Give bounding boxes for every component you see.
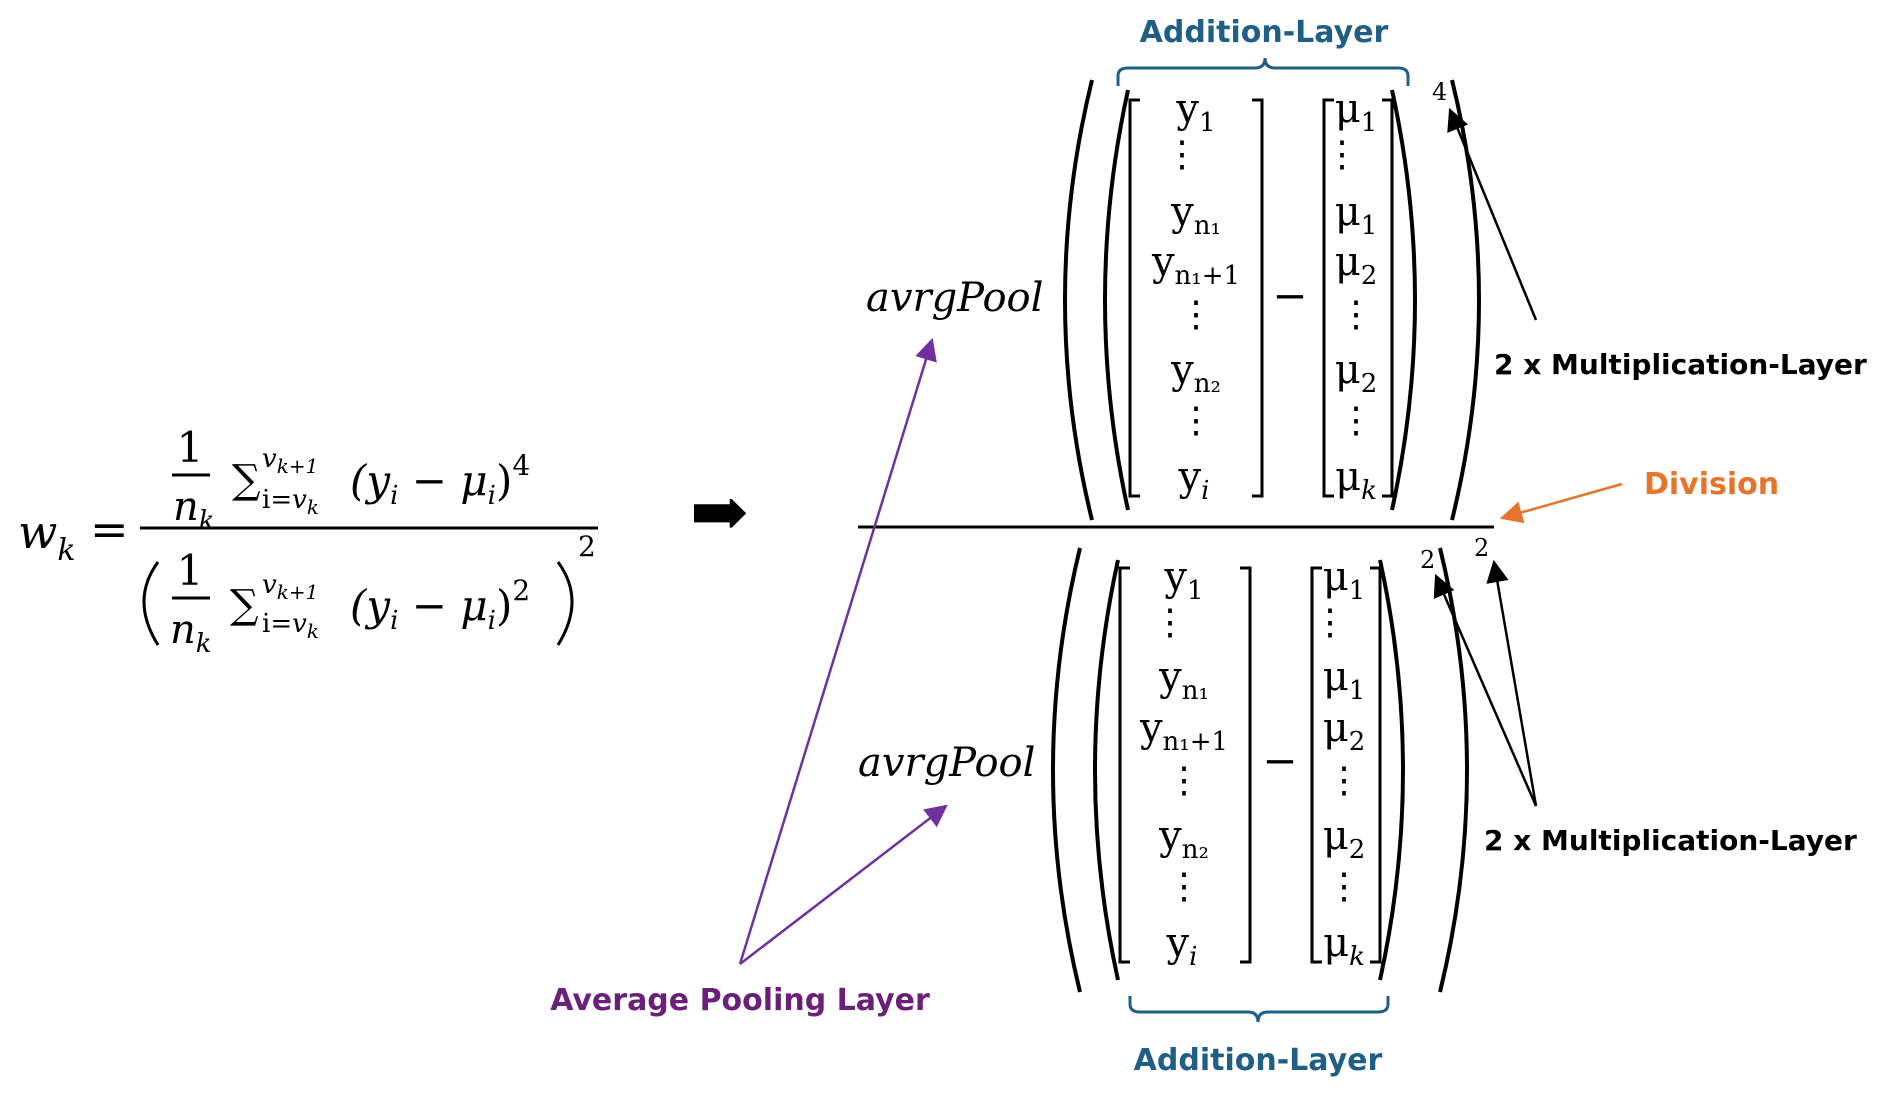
num-one: 1 [177, 423, 204, 472]
num-sigma-lower: i=vk [262, 485, 319, 519]
formula-equals: = [90, 502, 129, 556]
denominator-y-vector: y1 ⋮ yn₁ yn₁+1 ⋮ yn₂ ⋮ yi [1139, 554, 1228, 972]
vertical-dots: ⋮ [1312, 602, 1348, 643]
vertical-dots: ⋮ [1338, 400, 1374, 441]
denominator-minus: − [1262, 736, 1297, 785]
vertical-dots: ⋮ [1164, 134, 1200, 175]
division-arrow [1499, 482, 1623, 524]
numerator-y-right-bracket [1252, 98, 1264, 498]
den-one: 1 [177, 546, 204, 595]
vector-entry: yi [1166, 920, 1198, 972]
denominator-y-left-bracket [1118, 566, 1130, 964]
average-pooling-arrow-bottom [739, 804, 948, 965]
den-term: (yi − μi)2 [350, 574, 530, 636]
vertical-dots: ⋮ [1178, 294, 1214, 335]
numerator-inner-left-paren [1103, 89, 1130, 511]
denominator-outer-right-paren [1438, 547, 1469, 993]
vector-entry: μ1 [1323, 654, 1366, 706]
vertical-dots: ⋮ [1324, 134, 1360, 175]
avgpool-label-bottom: avrgPool [858, 740, 1035, 786]
vertical-dots: ⋮ [1338, 294, 1374, 335]
den-n: nk [170, 607, 212, 659]
multiplication-arrow-top [1447, 107, 1538, 321]
denominator-inner-right-paren [1378, 559, 1405, 981]
numerator-outer-left-paren [1063, 79, 1094, 521]
numerator-mu-vector: μ1 ⋮ μ1 μ2 ⋮ μ2 ⋮ μk [1324, 86, 1377, 506]
vector-entry: yn₁+1 [1151, 239, 1240, 291]
vector-entry: μ1 [1335, 86, 1378, 138]
multiplication-layer-label-bottom: 2 x Multiplication-Layer [1484, 824, 1857, 857]
vector-entry: μ1 [1335, 189, 1378, 241]
vector-entry: yn₂ [1158, 813, 1209, 865]
den-right-paren [556, 561, 574, 646]
vector-entry: μ2 [1335, 239, 1378, 291]
numerator-y-left-bracket [1128, 98, 1140, 498]
vector-entry: μ2 [1323, 813, 1366, 865]
multiplication-layer-label-top: 2 x Multiplication-Layer [1494, 348, 1867, 381]
vertical-dots: ⋮ [1152, 602, 1188, 643]
average-pooling-label: Average Pooling Layer [550, 983, 930, 1018]
den-left-paren [142, 561, 160, 646]
numerator-inner-right-paren [1390, 89, 1417, 511]
vertical-dots: ⋮ [1178, 400, 1214, 441]
vector-entry: μ2 [1335, 347, 1378, 399]
num-term: (yi − μi)4 [350, 449, 530, 511]
denominator-y-right-bracket [1240, 566, 1252, 964]
den-outer-exponent: 2 [578, 530, 596, 563]
den-sigma-upper: vk+1 [262, 570, 318, 604]
denominator-mu-vector: μ1 ⋮ μ1 μ2 ⋮ μ2 ⋮ μk [1312, 554, 1365, 972]
vector-entry: μ1 [1323, 554, 1366, 606]
den-sigma: ∑ [230, 582, 259, 628]
division-label: Division [1644, 467, 1779, 502]
numerator-outer-right-paren [1450, 79, 1481, 521]
denominator-outer-exponent: 2 [1474, 534, 1489, 562]
denominator-mu-right-bracket [1370, 566, 1382, 964]
vector-entry: μ2 [1323, 705, 1366, 757]
num-sigma: ∑ [232, 457, 261, 503]
num-sigma-upper: vk+1 [262, 444, 318, 478]
addition-layer-label-top: Addition-Layer [1140, 15, 1389, 50]
denominator-outer-left-paren [1051, 547, 1082, 993]
transform-arrow-icon: ➡ [690, 471, 749, 553]
vertical-dots: ⋮ [1166, 866, 1202, 907]
multiplication-arrow-bottom-outer [1486, 559, 1538, 807]
vertical-dots: ⋮ [1326, 866, 1362, 907]
vector-entry: yn₁ [1170, 189, 1221, 241]
addition-brace-bottom [1128, 996, 1390, 1023]
denominator-expression: avrgPool − y1 ⋮ yn₁ yn₁+1 ⋮ yn₂ ⋮ yi μ1 … [858, 534, 1489, 993]
avgpool-label-top: avrgPool [866, 275, 1043, 321]
vector-entry: y1 [1175, 86, 1215, 138]
numerator-mu-left-bracket [1322, 98, 1334, 498]
numerator-y-vector: y1 ⋮ yn₁ yn₁+1 ⋮ yn₂ ⋮ yi [1151, 86, 1240, 506]
average-pooling-arrow-top [738, 337, 937, 965]
multiplication-arrow-bottom-inner [1433, 573, 1538, 807]
vector-entry: μk [1335, 454, 1377, 506]
formula-lhs: wk [18, 505, 76, 568]
addition-brace-top [1116, 57, 1410, 86]
numerator-minus: − [1272, 271, 1307, 320]
denominator-inner-exponent: 2 [1420, 546, 1435, 574]
vector-entry: yn₁ [1158, 654, 1209, 706]
vertical-dots: ⋮ [1326, 760, 1362, 801]
numerator-mu-right-bracket [1382, 98, 1394, 498]
vector-entry: μk [1323, 920, 1365, 972]
denominator-inner-left-paren [1093, 559, 1120, 981]
vector-entry: yi [1178, 454, 1210, 506]
numerator-expression: avrgPool − y1 ⋮ yn₁ yn₁+1 ⋮ yn₂ ⋮ yi μ1 … [866, 78, 1481, 521]
formula-wk: wk = 1 nk ∑ vk+1 i=vk (yi − μi)4 1 nk ∑ … [18, 423, 598, 659]
addition-layer-label-bottom: Addition-Layer [1134, 1043, 1383, 1078]
vertical-dots: ⋮ [1166, 760, 1202, 801]
vector-entry: yn₂ [1170, 347, 1221, 399]
vector-entry: yn₁+1 [1139, 705, 1228, 757]
vector-entry: y1 [1163, 554, 1203, 606]
numerator-exponent: 4 [1432, 78, 1447, 106]
den-sigma-lower: i=vk [262, 609, 319, 643]
denominator-mu-left-bracket [1310, 566, 1322, 964]
